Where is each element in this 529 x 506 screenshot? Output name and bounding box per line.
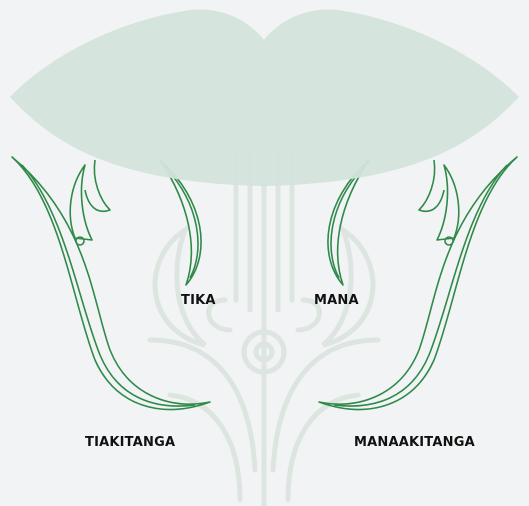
label-tiakitanga: TIAKITANGA (85, 435, 175, 450)
label-tika: TIKA (181, 293, 216, 308)
faint-background-motif (150, 150, 378, 506)
label-manaakitanga: MANAAKITANGA (354, 435, 475, 450)
label-mana: MANA (314, 293, 359, 308)
lips-shape (10, 10, 519, 186)
